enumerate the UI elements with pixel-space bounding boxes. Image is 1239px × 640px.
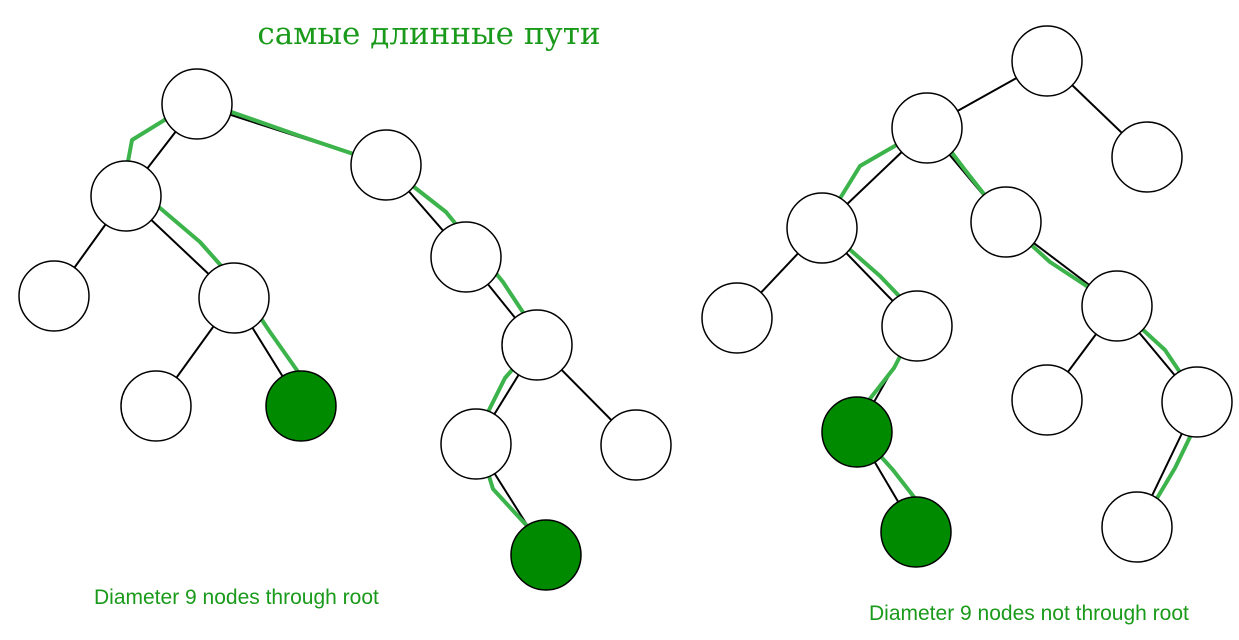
tree-node-L8 xyxy=(430,221,502,293)
caption-left-tree: Diameter 9 nodes through root xyxy=(94,586,379,609)
tree-node-R13 xyxy=(1101,491,1173,563)
tree-node-L6 xyxy=(120,370,192,442)
endpoint-node-R9 xyxy=(821,396,893,468)
tree-node-L4 xyxy=(18,260,90,332)
endpoint-node-R10 xyxy=(880,496,952,568)
tree-node-R7 xyxy=(881,290,953,362)
tree-node-R3 xyxy=(1111,121,1183,193)
tree-node-L12 xyxy=(600,409,672,481)
nodes xyxy=(18,25,1233,591)
tree-node-R6 xyxy=(701,282,773,354)
tree-node-L5 xyxy=(198,262,270,334)
page-title: самые длинные пути xyxy=(257,16,600,52)
tree-node-R5 xyxy=(970,186,1042,258)
tree-node-R11 xyxy=(1011,364,1083,436)
endpoint-node-L7 xyxy=(265,370,337,442)
endpoint-node-L11 xyxy=(510,519,582,591)
tree-node-R2 xyxy=(891,92,963,164)
tree-node-R4 xyxy=(786,192,858,264)
tree-node-L3 xyxy=(350,129,422,201)
tree-node-L10 xyxy=(440,408,512,480)
tree-node-L9 xyxy=(501,309,573,381)
tree-node-R1 xyxy=(1011,25,1083,97)
tree-node-L2 xyxy=(90,160,162,232)
caption-right-tree: Diameter 9 nodes not through root xyxy=(869,602,1189,625)
tree-node-R12 xyxy=(1161,366,1233,438)
tree-node-R8 xyxy=(1081,270,1153,342)
tree-node-L1 xyxy=(161,68,233,140)
